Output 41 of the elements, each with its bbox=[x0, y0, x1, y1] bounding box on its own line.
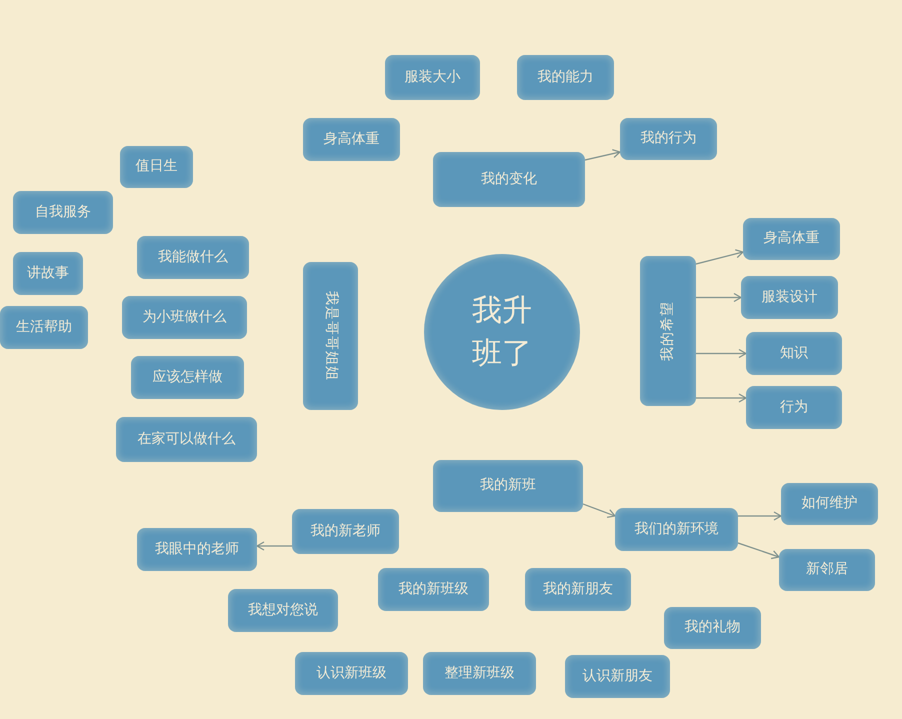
topic-box: 新邻居 bbox=[779, 549, 875, 591]
topic-box: 我的新班级 bbox=[378, 568, 489, 611]
topic-box: 我的新班 bbox=[433, 460, 583, 512]
topic-box: 为小班做什么 bbox=[122, 296, 247, 339]
arrow bbox=[696, 292, 742, 302]
topic-box: 我们的新环境 bbox=[615, 508, 738, 551]
topic-box: 服装设计 bbox=[741, 276, 838, 319]
topic-box: 讲故事 bbox=[13, 252, 83, 295]
arrow bbox=[696, 348, 747, 358]
topic-box: 自我服务 bbox=[13, 191, 113, 234]
topic-box: 服装大小 bbox=[385, 55, 480, 100]
topic-box: 我的新老师 bbox=[292, 509, 399, 554]
topic-box: 认识新班级 bbox=[295, 652, 408, 695]
topic-box: 我的能力 bbox=[517, 55, 614, 100]
topic-box: 我的礼物 bbox=[664, 607, 761, 649]
arrow bbox=[256, 541, 292, 551]
topic-box: 我的希望 bbox=[640, 256, 696, 406]
topic-box: 身高体重 bbox=[303, 118, 400, 161]
arrow bbox=[738, 542, 780, 560]
topic-box: 整理新班级 bbox=[423, 652, 536, 695]
topic-box: 值日生 bbox=[120, 146, 193, 188]
topic-box: 我是哥哥姐姐 bbox=[303, 262, 358, 410]
topic-box: 我的行为 bbox=[620, 118, 717, 160]
topic-box: 我的变化 bbox=[433, 152, 585, 207]
topic-box: 认识新朋友 bbox=[565, 655, 670, 698]
topic-box: 我能做什么 bbox=[137, 236, 249, 279]
topic-box: 知识 bbox=[746, 332, 842, 375]
topic-box: 行为 bbox=[746, 386, 842, 429]
topic-box: 在家可以做什么 bbox=[116, 417, 257, 462]
topic-box: 我眼中的老师 bbox=[137, 528, 257, 571]
arrow bbox=[696, 393, 747, 403]
topic-box: 如何维护 bbox=[781, 483, 878, 525]
topic-box: 应该怎样做 bbox=[131, 356, 244, 399]
arrow bbox=[584, 149, 621, 161]
arrow bbox=[582, 503, 616, 518]
topic-box: 我的新朋友 bbox=[525, 568, 631, 611]
arrow bbox=[696, 249, 744, 265]
arrow bbox=[738, 511, 782, 521]
topic-box: 我想对您说 bbox=[228, 589, 338, 632]
topic-box: 生活帮助 bbox=[0, 306, 88, 349]
topic-box: 身高体重 bbox=[743, 218, 840, 260]
